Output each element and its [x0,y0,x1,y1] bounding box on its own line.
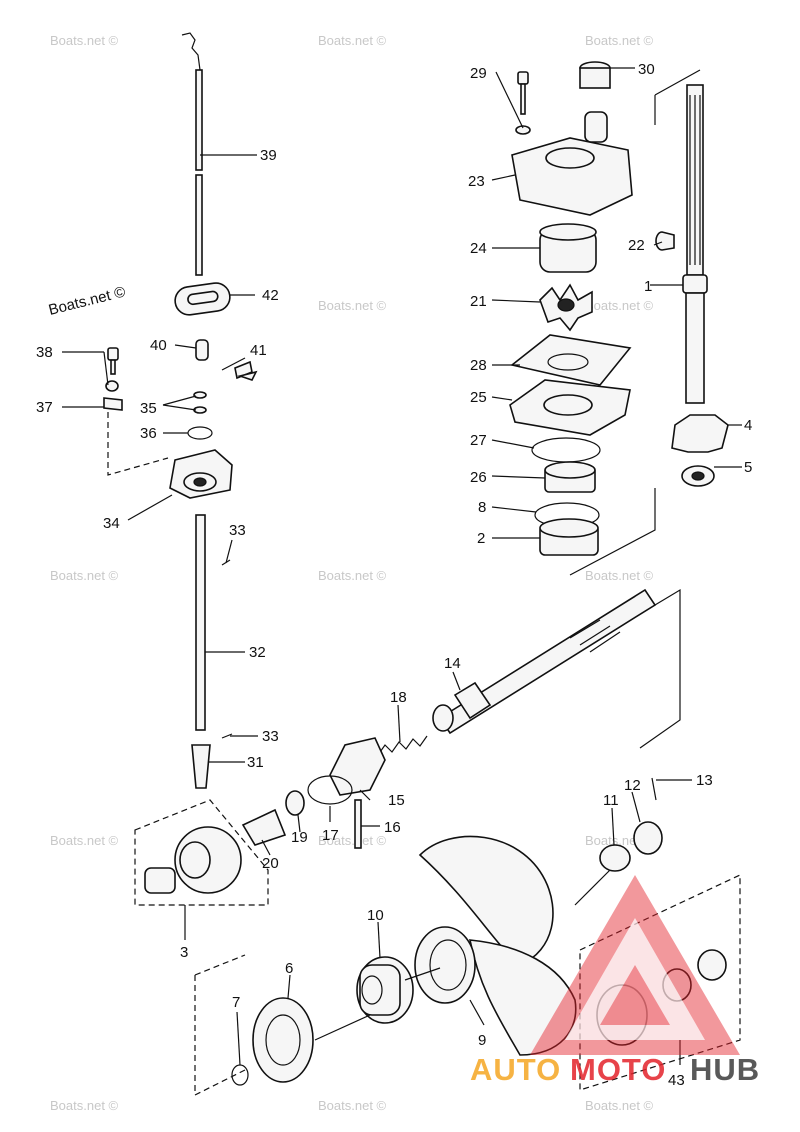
reverse-gear-6 [194,954,314,1096]
callout-12: 12 [624,777,641,794]
callout-2: 2 [477,530,485,547]
watermark: Boats.net © [585,33,654,48]
drive-shaft-1 [569,69,729,576]
watermark: Boats.net © [50,833,119,848]
leader-lines [62,67,742,1066]
rod-39 [181,32,203,276]
callout-40: 40 [150,337,167,354]
credit-label: Boats.net © [47,283,127,319]
callout-27: 27 [470,432,487,449]
callout-15: 15 [388,792,405,809]
callout-28: 28 [470,357,487,374]
watermark: Boats.net © [318,1098,387,1113]
callout-21: 21 [470,293,487,310]
callout-29: 29 [470,65,487,82]
callout-10: 10 [367,907,384,924]
logo-text-auto: AUTO [470,1052,561,1087]
callout-11: 11 [603,792,619,809]
callout-8: 8 [478,499,486,516]
shift-linkage-parts [103,339,258,499]
callout-35: 35 [140,400,157,417]
automotohub-logo: AUTO MOTO HUB [470,875,760,1087]
watermark: Boats.net © [318,298,387,313]
callout-17: 17 [322,827,339,844]
callout-41: 41 [250,342,267,359]
callout-43: 43 [668,1072,685,1089]
water-pump-assembly [509,61,633,556]
callout-38: 38 [36,344,53,361]
callout-23: 23 [468,173,485,190]
callout-33-upper: 33 [229,522,246,539]
callout-18: 18 [390,689,407,706]
callout-42: 42 [262,287,279,304]
watermark: Boats.net © [318,33,387,48]
callout-13: 13 [696,772,713,789]
callout-3: 3 [180,944,188,961]
callout-9: 9 [478,1032,486,1049]
callout-24: 24 [470,240,487,257]
callout-33-lower: 33 [262,728,279,745]
callout-25: 25 [470,389,487,406]
watermark: Boats.net © [585,298,654,313]
forward-gear-3 [134,799,269,940]
thrust-hub-10 [356,956,414,1024]
callout-26: 26 [470,469,487,486]
watermark: Boats.net © [318,568,387,583]
callout-19: 19 [291,829,308,846]
watermark: Boats.net © [50,1098,119,1113]
watermark: Boats.net © [318,833,387,848]
watermark: Boats.net © [50,33,119,48]
grommet-42 [174,282,231,316]
callout-5: 5 [744,459,752,476]
callout-37: 37 [36,399,53,416]
propeller-9 [414,835,577,1056]
callout-39: 39 [260,147,277,164]
callout-31: 31 [247,754,264,771]
callout-32: 32 [249,644,266,661]
callout-14: 14 [444,655,461,672]
callout-1: 1 [644,278,652,295]
shift-plunger-parts [241,735,428,849]
callout-22: 22 [628,237,645,254]
watermark: Boats.net © [585,568,654,583]
propeller-shaft-14 [432,588,681,749]
callout-16: 16 [384,819,401,836]
callout-30: 30 [638,61,655,78]
callout-34: 34 [103,515,120,532]
callout-6: 6 [285,960,293,977]
logo-text-moto: MOTO [570,1052,666,1087]
prop-nut-parts [599,777,663,872]
logo-text-hub: HUB [690,1052,760,1087]
callout-labels: 1 2 3 4 5 6 7 8 9 10 11 12 13 14 15 16 1… [36,61,752,1089]
watermark: Boats.net © [585,1098,654,1113]
callout-7: 7 [232,994,240,1011]
shift-rod-32 [191,514,233,789]
watermark: Boats.net © [50,568,119,583]
callout-20: 20 [262,855,279,872]
callout-36: 36 [140,425,157,442]
callout-4: 4 [744,417,752,434]
